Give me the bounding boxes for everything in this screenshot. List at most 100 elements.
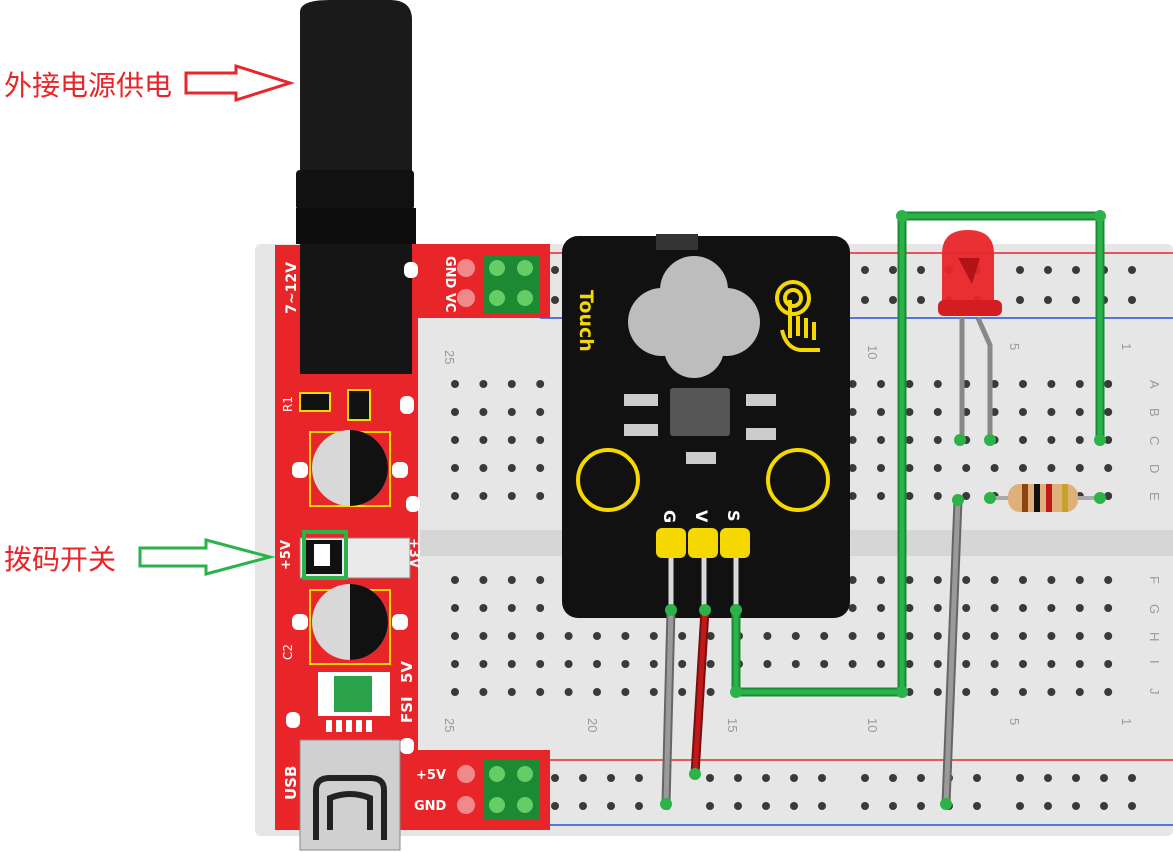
- breadboard-hole: [507, 576, 516, 584]
- breadboard-hole: [1047, 660, 1056, 668]
- breadboard-hole: [818, 774, 826, 782]
- breadboard-hole: [1047, 408, 1056, 416]
- breadboard-hole: [905, 380, 914, 388]
- pin-label-v: V: [692, 510, 711, 523]
- breadboard-hole: [507, 380, 516, 388]
- breadboard-hole: [607, 802, 615, 810]
- breadboard-hole: [1104, 464, 1113, 472]
- breadboard-hole: [706, 660, 715, 668]
- breadboard-hole: [621, 632, 630, 640]
- breadboard-hole: [933, 604, 942, 612]
- breadboard-hole: [933, 660, 942, 668]
- breadboard-hole: [564, 660, 573, 668]
- breadboard-hole: [818, 802, 826, 810]
- breadboard-hole: [933, 436, 942, 444]
- breadboard-hole: [1016, 774, 1024, 782]
- breadboard-hole: [1047, 632, 1056, 640]
- breadboard-hole: [917, 296, 925, 304]
- wire-led-gnd[interactable]: [943, 497, 961, 807]
- breadboard-hole: [678, 632, 687, 640]
- breadboard-hole: [593, 660, 601, 668]
- breadboard-hole: [678, 688, 687, 696]
- breadboard-hole: [579, 774, 587, 782]
- breadboard-hole: [889, 266, 897, 274]
- breadboard-hole: [990, 380, 999, 388]
- breadboard-hole: [451, 688, 459, 696]
- breadboard-hole: [593, 632, 601, 640]
- breadboard-hole: [536, 688, 545, 696]
- five-volt-label: 5V: [398, 661, 416, 683]
- breadboard-hole: [451, 604, 459, 612]
- touch-pad[interactable]: [628, 256, 760, 378]
- wire-signal[interactable]: [733, 213, 1103, 695]
- breadboard-hole: [1019, 660, 1027, 668]
- breadboard-hole: [848, 604, 857, 612]
- breadboard-hole: [1075, 408, 1084, 416]
- dc-jack-body[interactable]: [300, 244, 412, 374]
- breadboard-hole: [1104, 380, 1113, 388]
- breadboard-hole: [649, 660, 658, 668]
- breadboard-hole: [479, 632, 488, 640]
- breadboard-hole: [933, 380, 942, 388]
- breadboard-hole: [933, 464, 942, 472]
- breadboard-hole: [820, 660, 829, 668]
- breadboard-hole: [861, 802, 869, 810]
- breadboard-hole: [536, 576, 545, 584]
- breadboard-hole: [1016, 802, 1024, 810]
- sensor-title: Touch: [575, 290, 597, 352]
- breadboard-hole: [1019, 688, 1027, 696]
- touch-hand-icon: [775, 280, 820, 352]
- breadboard-hole: [905, 604, 914, 612]
- wire-gnd[interactable]: [663, 607, 674, 807]
- breadboard-hole: [933, 632, 942, 640]
- breadboard-hole: [1104, 604, 1113, 612]
- breadboard-hole: [990, 576, 999, 584]
- breadboard-hole: [848, 408, 857, 416]
- breadboard-hole: [962, 576, 971, 584]
- breadboard-hole: [551, 266, 559, 274]
- breadboard-hole: [905, 576, 914, 584]
- breadboard-hole: [1047, 688, 1056, 696]
- wire-vcc[interactable]: [692, 607, 708, 777]
- breadboard-hole: [1104, 632, 1113, 640]
- breadboard-hole: [479, 464, 488, 472]
- breadboard-hole: [706, 688, 715, 696]
- breadboard-hole: [848, 576, 857, 584]
- dc-barrel: [300, 0, 412, 200]
- header-hole: [457, 259, 475, 277]
- breadboard-hole: [507, 492, 516, 500]
- breadboard-hole: [635, 774, 643, 782]
- breadboard-hole: [1128, 774, 1136, 782]
- bottom-number-5: 5: [1007, 718, 1022, 725]
- breadboard-hole: [1019, 436, 1027, 444]
- breadboard-hole: [536, 436, 545, 444]
- breadboard-hole: [593, 688, 601, 696]
- breadboard-hole: [877, 604, 885, 612]
- breadboard-hole: [877, 408, 885, 416]
- breadboard-hole: [451, 660, 459, 668]
- breadboard-hole: [962, 464, 971, 472]
- breadboard-hole: [621, 660, 630, 668]
- breadboard-hole: [479, 604, 488, 612]
- wires: [661, 211, 1105, 809]
- breadboard-hole: [917, 266, 925, 274]
- switch-3v-label: +3V: [406, 538, 421, 568]
- dc-barrel-ring: [296, 170, 414, 210]
- breadboard-hole: [1047, 380, 1056, 388]
- breadboard-hole: [706, 802, 714, 810]
- breadboard-hole: [990, 660, 999, 668]
- breadboard-hole: [848, 632, 857, 640]
- breadboard-hole: [1075, 576, 1084, 584]
- breadboard-hole: [479, 380, 488, 388]
- resistor: [984, 484, 1106, 512]
- breadboard-hole: [536, 604, 545, 612]
- breadboard-hole: [905, 436, 914, 444]
- breadboard-hole: [1104, 492, 1113, 500]
- breadboard-hole: [933, 688, 942, 696]
- row-letter-c: C: [1147, 436, 1162, 445]
- breadboard-hole: [564, 632, 573, 640]
- breadboard-hole: [551, 802, 559, 810]
- breadboard-hole: [1104, 688, 1113, 696]
- breadboard-hole: [877, 576, 885, 584]
- power-jack-annotation-text: 外接电源供电: [4, 69, 173, 102]
